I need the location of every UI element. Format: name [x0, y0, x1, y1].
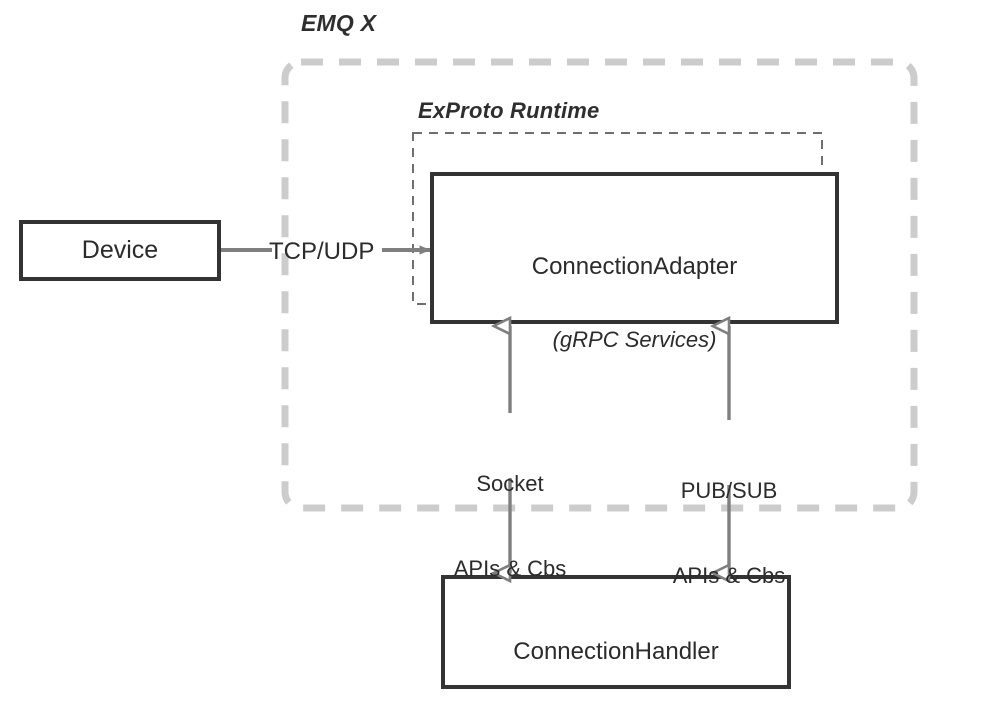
pubsub-api-edge-label-line1: PUB/SUB	[680, 478, 778, 504]
device-box[interactable]	[19, 220, 221, 281]
connection-adapter-box[interactable]	[430, 172, 839, 324]
emqx-group-title: EMQ X	[301, 10, 377, 36]
connection-adapter-node-label: ConnectionAdapter (gRPC Services)	[432, 215, 837, 391]
connection-adapter-subtitle: (gRPC Services)	[552, 326, 717, 352]
socket-api-edge-label: Socket APIs & Cbs	[420, 414, 600, 639]
socket-api-edge-label-line1: Socket	[476, 471, 544, 497]
pubsub-api-edge-label-line2: APIs & Cbs	[672, 562, 786, 588]
socket-api-edge-label-line2: APIs & Cbs	[453, 555, 567, 581]
tcp-udp-edge-label: TCP/UDP	[269, 238, 375, 265]
exproto-group-title: ExProto Runtime	[418, 98, 600, 123]
connection-handler-subtitle: (gRPC Services)	[443, 712, 789, 716]
connection-handler-box[interactable]	[441, 575, 791, 689]
device-node-label: Device	[81, 236, 159, 264]
connection-handler-title: ConnectionHandler	[513, 637, 719, 665]
connection-adapter-title: ConnectionAdapter	[531, 252, 738, 280]
connection-handler-node-label: ConnectionHandler (gRPC Services)	[443, 600, 789, 716]
pubsub-api-edge-label: PUB/SUB APIs & Cbs	[639, 421, 819, 646]
